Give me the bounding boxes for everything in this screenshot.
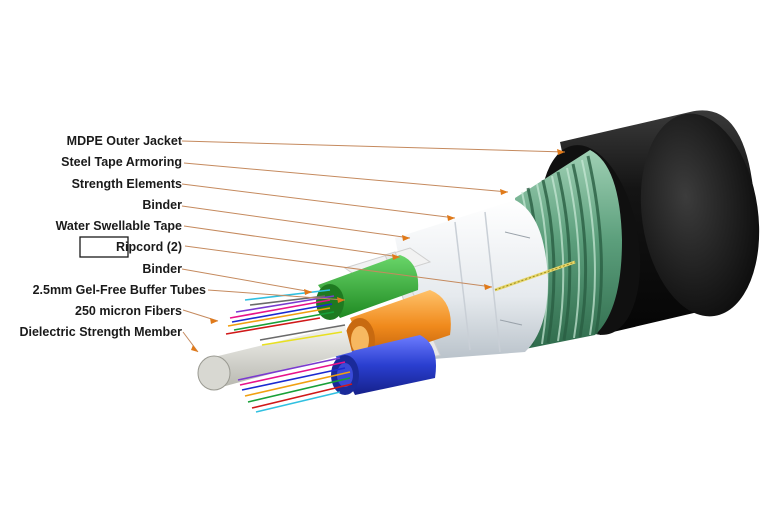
- ripcord-highlight-box: [79, 236, 129, 258]
- label-binder-outer: Binder: [142, 198, 182, 212]
- label-mdpe-outer-jacket: MDPE Outer Jacket: [67, 134, 183, 148]
- buffer-tubes-shape: [316, 255, 451, 395]
- leader-lines: [181, 140, 566, 353]
- fiber-bundle-shape: [225, 289, 353, 413]
- label-water-swellable-tape: Water Swellable Tape: [56, 219, 182, 233]
- label-binder-inner: Binder: [142, 262, 182, 276]
- label-buffer-tubes: 2.5mm Gel-Free Buffer Tubes: [33, 283, 206, 297]
- label-steel-tape-armoring: Steel Tape Armoring: [61, 155, 182, 169]
- label-micron-fibers: 250 micron Fibers: [75, 304, 182, 318]
- label-strength-elements: Strength Elements: [72, 177, 182, 191]
- label-dielectric-strength-member: Dielectric Strength Member: [19, 325, 182, 339]
- part-labels: MDPE Outer Jacket Steel Tape Armoring St…: [19, 134, 206, 339]
- label-ripcord: Ripcord (2): [116, 240, 182, 254]
- dielectric-rod-shape: [197, 325, 352, 391]
